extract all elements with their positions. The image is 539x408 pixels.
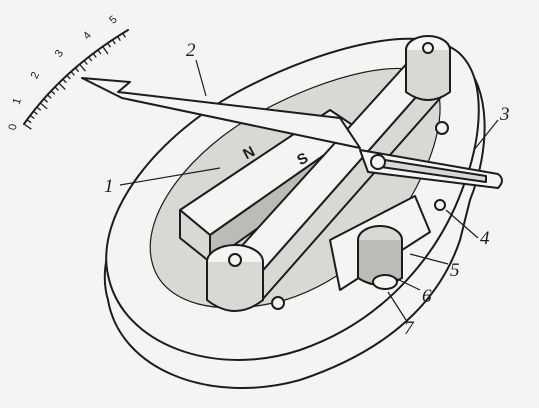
callout-leaders [119, 59, 499, 321]
callout-3: 3 [499, 104, 510, 125]
upper-pivot-screw [422, 42, 434, 54]
callout-1: 1 [104, 176, 114, 197]
scale-tick-label-2: 2 [29, 70, 42, 81]
pointer-needle [81, 77, 361, 149]
scale-tick [54, 86, 60, 91]
scale-tick [107, 42, 111, 48]
scale-tick [70, 71, 75, 76]
scale-tick [79, 63, 86, 72]
callout-2: 2 [186, 40, 196, 61]
upper-pivot-side [405, 49, 451, 101]
scale-tick [26, 119, 32, 124]
leader-1 [119, 167, 221, 186]
scale-tick [58, 82, 66, 90]
scale-tick [33, 110, 38, 115]
scale-tick [29, 114, 35, 120]
corrector-screw [370, 154, 386, 170]
mount-screw-front [271, 296, 285, 310]
scale-tick [47, 94, 52, 99]
zero-corrector [359, 149, 503, 189]
scale-tick [36, 106, 42, 111]
scale-tick-label-0: 0 [7, 123, 20, 131]
scale-arc [23, 29, 129, 125]
callout-7: 7 [404, 318, 415, 339]
scale-tick-label-1: 1 [11, 97, 24, 107]
scale-tick [117, 36, 121, 42]
pointer [81, 77, 361, 149]
scale-tick [92, 53, 97, 58]
scale-tick [39, 102, 48, 110]
scale-tick [112, 39, 116, 45]
leader-4 [445, 209, 479, 239]
leader-3 [473, 119, 499, 151]
callout-5: 5 [450, 260, 460, 281]
spring [372, 274, 398, 290]
lower-pivot-side [206, 261, 264, 312]
scale-tick-label-4: 4 [81, 30, 94, 43]
callout-6: 6 [422, 286, 432, 307]
lower-pivot-screw [228, 253, 242, 267]
scale-tick-label-5: 5 [107, 14, 119, 27]
scale-tick [50, 90, 56, 95]
scale-tick [43, 98, 49, 103]
scale-tick [97, 49, 102, 55]
leader-2 [195, 59, 207, 97]
leader-5 [409, 253, 449, 265]
scale-tick [74, 67, 80, 73]
mount-screw-right [435, 121, 449, 135]
scale-tick [83, 60, 88, 65]
terminal-screw [434, 199, 446, 211]
leader-6 [394, 277, 421, 291]
coil-assembly [271, 121, 449, 310]
scale-tick [122, 32, 126, 38]
scale-tick [62, 78, 67, 84]
scale-tick [88, 56, 93, 62]
callout-labels: 1 2 3 4 5 6 7 [104, 40, 510, 339]
scale-tick-label-3: 3 [53, 48, 66, 60]
moving-frame [206, 35, 451, 312]
scale-ticks [23, 32, 126, 130]
leader-7 [387, 291, 407, 321]
scale-tick [66, 74, 71, 80]
scale-tick [102, 46, 109, 55]
scale: 0 1 2 3 4 5 [7, 14, 129, 131]
callout-4: 4 [480, 228, 490, 249]
scale-tick [23, 123, 32, 130]
